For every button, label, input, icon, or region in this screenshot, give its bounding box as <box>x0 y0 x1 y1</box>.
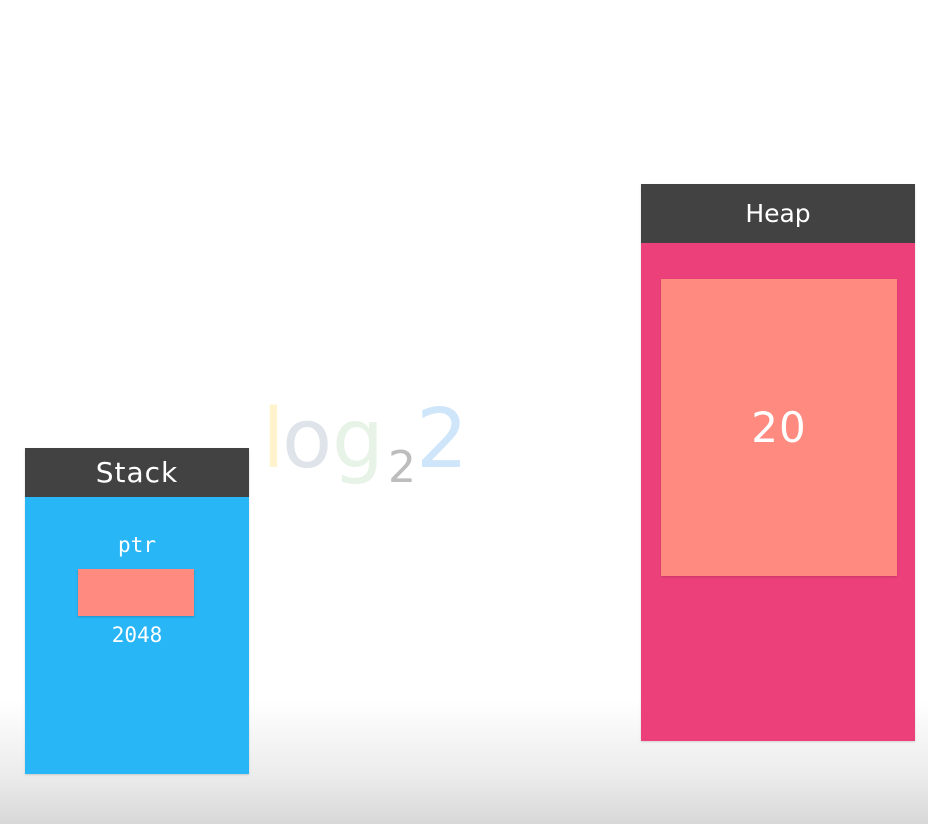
logo-letter-g: g <box>332 392 385 487</box>
heap-header: Heap <box>641 184 915 243</box>
logo-letter-l: l <box>262 392 285 487</box>
stack-panel: Stack ptr 2048 <box>25 448 249 774</box>
logo-subscript: 2 <box>388 442 416 493</box>
pointer-variable-cell <box>78 569 194 616</box>
logo-letter-o: o <box>282 392 333 487</box>
heap-memory-block: 20 <box>661 279 897 576</box>
pointer-variable-address: 2048 <box>111 623 163 647</box>
heap-panel: Heap 20 <box>641 184 915 741</box>
stack-header: Stack <box>25 448 249 497</box>
heap-title: Heap <box>745 199 811 228</box>
log2-logo: l o g 2 2 <box>262 392 482 502</box>
heap-block-value: 20 <box>751 403 807 452</box>
heap-body: 20 <box>641 243 915 741</box>
pointer-variable-name: ptr <box>118 533 156 557</box>
stack-title: Stack <box>95 456 179 489</box>
logo-argument: 2 <box>416 392 469 487</box>
stack-body: ptr 2048 <box>25 497 249 774</box>
